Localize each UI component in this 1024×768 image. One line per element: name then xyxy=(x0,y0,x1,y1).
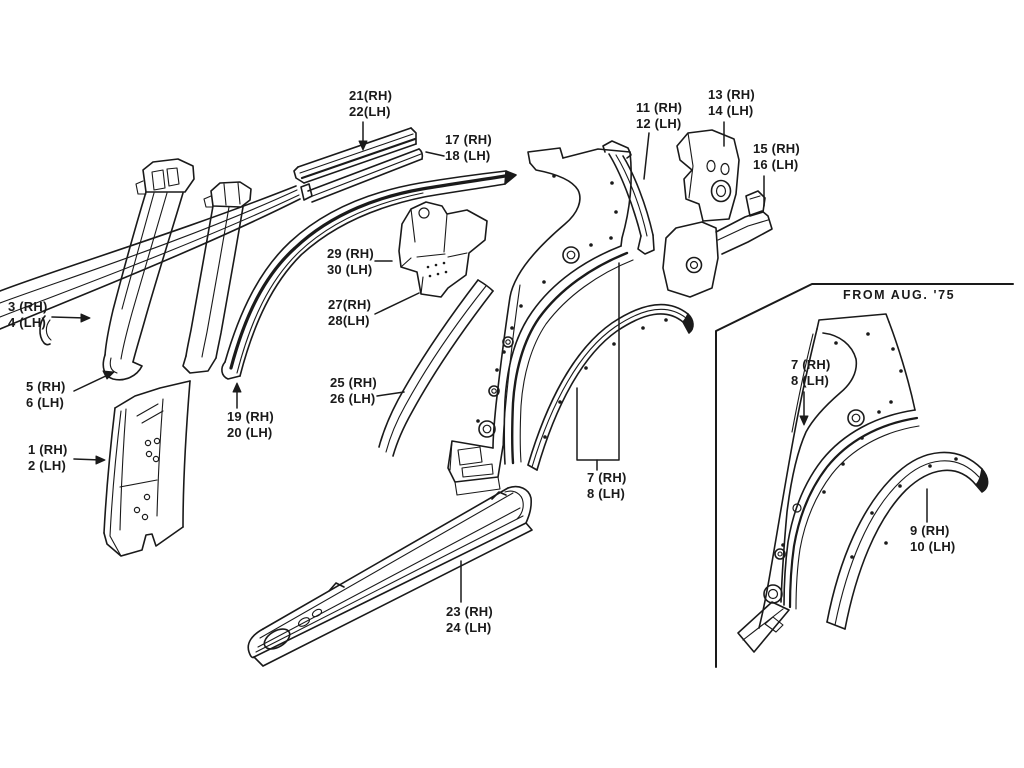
part-label-11-12: 11 (RH)12 (LH) xyxy=(636,100,683,131)
part-13-14-bracket-drawing xyxy=(677,130,739,221)
bracket-7-8 xyxy=(577,263,619,460)
front-pillar-inner-drawing xyxy=(183,182,251,373)
part-label-1-2: 1 (RH)2 (LH) xyxy=(28,442,68,473)
part-label-15-16: 15 (RH)16 (LH) xyxy=(753,141,800,172)
leader-11-12 xyxy=(644,133,649,179)
inset-border xyxy=(716,284,1013,667)
part-label-9-10: 9 (RH)10 (LH) xyxy=(910,523,956,554)
part-3-4-rail-drawing xyxy=(0,186,300,345)
part-label-29-30: 29 (RH)30 (LH) xyxy=(327,246,374,277)
leader-27-28 xyxy=(375,293,419,314)
inset-caption: FROM AUG. '75 xyxy=(843,288,956,302)
part-5-6-front-pillar-drawing xyxy=(103,159,194,380)
part-label-13-14: 13 (RH)14 (LH) xyxy=(708,87,755,118)
leader-3-4 xyxy=(52,317,86,318)
part-29-30-bracket-drawing xyxy=(399,202,487,297)
part-label-5-6: 5 (RH)6 (LH) xyxy=(26,379,66,410)
part-label-23-24: 23 (RH)24 (LH) xyxy=(446,604,493,635)
leader-25-26 xyxy=(377,392,404,396)
part-1-2-hinge-pillar-drawing xyxy=(104,381,190,556)
part-label-7-8-inset: 7 (RH)8 (LH) xyxy=(791,357,831,388)
part-label-27-28: 27(RH)28(LH) xyxy=(328,297,372,328)
part-19-20-roof-side-rail-drawing xyxy=(222,171,516,379)
part-label-19-20: 19 (RH)20 (LH) xyxy=(227,409,274,440)
part-25-26-strip-drawing xyxy=(379,280,493,456)
inset-wheel-arch-drawing xyxy=(827,452,988,629)
part-21-22-strip-drawing xyxy=(294,128,416,183)
part-23-24-sill-drawing xyxy=(248,487,532,666)
part-11-12-strip-drawing xyxy=(603,141,654,254)
leader-5-6 xyxy=(74,374,110,391)
part-label-21-22: 21(RH)22(LH) xyxy=(349,88,393,119)
part-label-7-8: 7 (RH)8 (LH) xyxy=(587,470,627,501)
inset-quarter-panel-drawing xyxy=(738,314,919,652)
part-label-3-4: 3 (RH)4 (LH) xyxy=(8,299,48,330)
leader-lines xyxy=(52,122,927,602)
wheel-arch-piece-drawing xyxy=(528,304,693,470)
part-label-25-26: 25 (RH)26 (LH) xyxy=(330,375,377,406)
part-label-17-18: 17 (RH)18 (LH) xyxy=(445,132,492,163)
quarter-panel-assembly-drawing xyxy=(448,148,633,495)
part-17-18-strip-drawing xyxy=(301,149,422,202)
leader-17-18 xyxy=(426,152,444,156)
part-15-16-rail-drawing xyxy=(663,191,772,297)
